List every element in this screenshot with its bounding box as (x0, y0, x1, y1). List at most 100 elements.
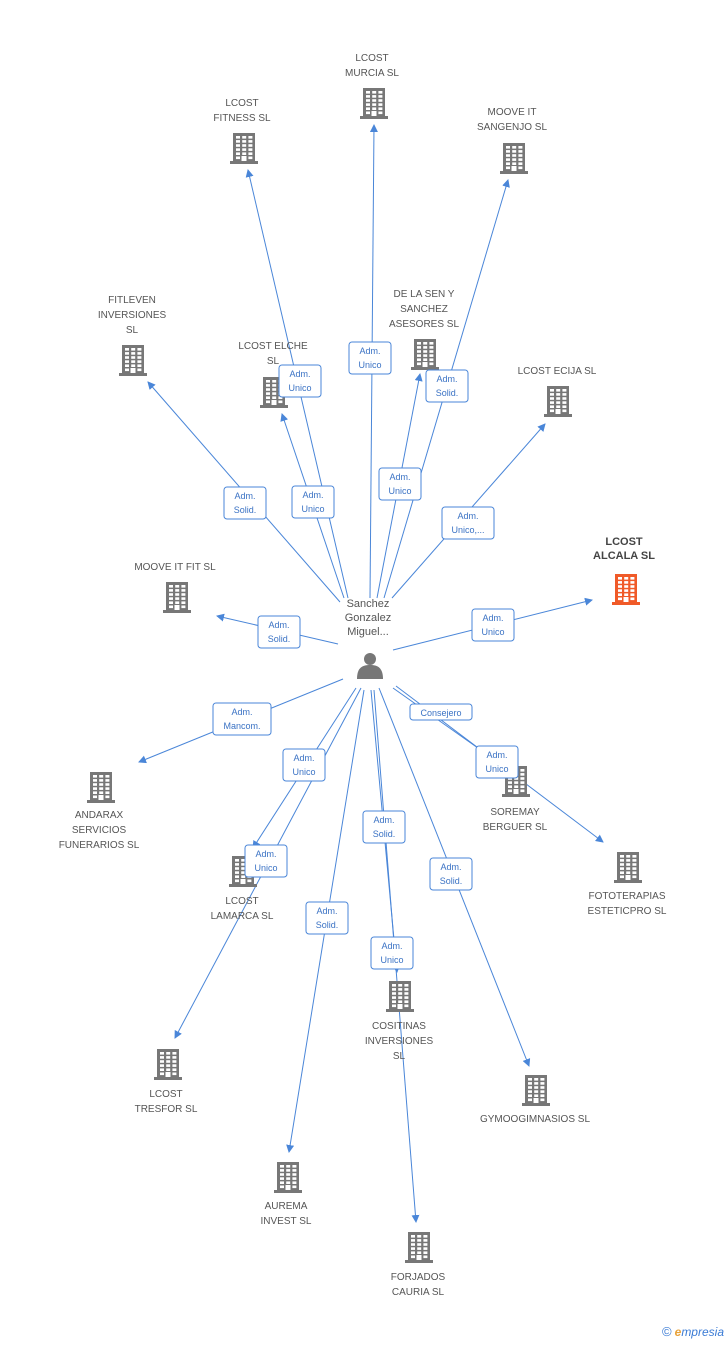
company-name[interactable]: LCOST (605, 536, 643, 548)
company-node-lcost-tresfor[interactable]: LCOST TRESFOR SL (135, 1049, 198, 1115)
edge-label-soremay[interactable]: Adm.Unico (475, 745, 519, 779)
company-name[interactable]: MURCIA SL (345, 68, 399, 79)
edge-label-aurema[interactable]: Adm.Solid. (305, 901, 349, 935)
company-name[interactable]: ANDARAX (75, 810, 124, 821)
person-name[interactable]: Miguel... (347, 626, 389, 638)
company-node-aurema[interactable]: AUREMA INVEST SL (261, 1162, 312, 1227)
edge-label-gymoo[interactable]: Adm.Solid. (429, 857, 473, 891)
footer-brand[interactable]: ©empresia (662, 1324, 724, 1339)
edge-label-de-la-sen[interactable]: Adm.Unico (378, 467, 422, 501)
company-name[interactable]: ALCALA SL (593, 550, 655, 562)
building-icon[interactable] (405, 1232, 433, 1263)
company-name[interactable]: TRESFOR SL (135, 1104, 198, 1115)
building-icon[interactable] (411, 339, 439, 370)
company-name[interactable]: CAURIA SL (392, 1287, 445, 1298)
building-icon[interactable] (544, 386, 572, 417)
company-name[interactable]: SANGENJO SL (477, 122, 547, 133)
building-icon[interactable] (360, 88, 388, 119)
edge-label-box (305, 901, 349, 935)
company-name[interactable]: FOTOTERAPIAS (588, 891, 665, 902)
company-name[interactable]: BERGUER SL (483, 822, 548, 833)
company-node-fitleven[interactable]: FITLEVEN INVERSIONES SL (98, 295, 167, 376)
edge-label-lcost-tresfor[interactable]: Adm.Unico (244, 844, 288, 878)
company-node-lcost-fitness[interactable]: LCOST FITNESS SL (213, 98, 271, 164)
person-name[interactable]: Gonzalez (345, 612, 391, 624)
company-node-forjados[interactable]: FORJADOS CAURIA SL (391, 1232, 446, 1298)
company-name[interactable]: COSITINAS (372, 1021, 426, 1032)
building-icon[interactable] (119, 345, 147, 376)
building-icon[interactable] (154, 1049, 182, 1080)
edge-label-lcost-fitness[interactable]: Adm.Unico (278, 364, 322, 398)
edge-label-text: Unico,... (451, 525, 484, 535)
center-person[interactable]: SanchezGonzalezMiguel... (345, 598, 391, 679)
edge-label-lcost-ecija[interactable]: Adm.Unico,... (441, 506, 495, 540)
company-name[interactable]: LCOST (149, 1089, 182, 1100)
company-node-andarax[interactable]: ANDARAX SERVICIOS FUNERARIOS SL (59, 772, 140, 851)
company-name[interactable]: FUNERARIOS SL (59, 840, 140, 851)
company-name[interactable]: SL (126, 325, 139, 336)
edge-label-text: Solid. (316, 920, 339, 930)
company-name[interactable]: AUREMA (265, 1201, 308, 1212)
company-name[interactable]: LCOST ELCHE (238, 341, 308, 352)
building-icon[interactable] (274, 1162, 302, 1193)
edge-label-moove-it-fit[interactable]: Adm.Solid. (257, 615, 301, 649)
company-name[interactable]: LCOST (225, 98, 258, 109)
edge-label-andarax[interactable]: Adm.Mancom. (212, 702, 272, 736)
company-node-moove-it-sangenjo[interactable]: MOOVE IT SANGENJO SL (477, 107, 547, 174)
company-name[interactable]: INVEST SL (261, 1216, 312, 1227)
company-name[interactable]: SOREMAY (490, 807, 540, 818)
edge-label-text: Adm. (440, 862, 461, 872)
edge-label-text: Mancom. (223, 721, 260, 731)
company-name[interactable]: FITNESS SL (213, 113, 271, 124)
building-icon[interactable] (230, 133, 258, 164)
edge-label-forjados[interactable]: Adm.Unico (370, 936, 414, 970)
company-name[interactable]: LAMARCA SL (211, 911, 274, 922)
edge-label-box (244, 844, 288, 878)
edge-label-text: Solid. (234, 505, 257, 515)
company-node-fototerapias[interactable]: FOTOTERAPIAS ESTETICPRO SL (588, 852, 667, 917)
building-icon[interactable] (522, 1075, 550, 1106)
building-icon[interactable] (87, 772, 115, 803)
company-name[interactable]: FORJADOS (391, 1272, 446, 1283)
company-node-lcost-ecija[interactable]: LCOST ECIJA SL (518, 366, 597, 417)
building-icon[interactable] (500, 143, 528, 174)
company-name[interactable]: SANCHEZ (400, 304, 448, 315)
company-node-cositinas[interactable]: COSITINAS INVERSIONES SL (365, 981, 434, 1062)
company-name[interactable]: INVERSIONES (98, 310, 167, 321)
company-node-de-la-sen[interactable]: DE LA SEN Y SANCHEZ ASESORES SL (389, 289, 459, 370)
company-name[interactable]: MOOVE IT FIT SL (134, 562, 216, 573)
person-name[interactable]: Sanchez (347, 598, 390, 610)
building-icon[interactable] (614, 852, 642, 883)
company-node-lcost-murcia[interactable]: LCOST MURCIA SL (345, 53, 399, 119)
company-name[interactable]: LCOST (225, 896, 258, 907)
edge-label-cositinas[interactable]: Adm.Solid. (362, 810, 406, 844)
edge-label-moove-it-sangenjo[interactable]: Adm.Solid. (425, 369, 469, 403)
edge-label-lcost-alcala[interactable]: Adm.Unico (471, 608, 515, 642)
edge-label-fitleven[interactable]: Adm.Solid. (223, 486, 267, 520)
company-name[interactable]: LCOST ECIJA SL (518, 366, 597, 377)
company-name[interactable]: ESTETICPRO SL (588, 906, 667, 917)
company-name[interactable]: INVERSIONES (365, 1036, 434, 1047)
building-icon[interactable] (386, 981, 414, 1012)
building-icon[interactable] (163, 582, 191, 613)
edge-label-fototerapias[interactable]: Consejero (409, 703, 473, 721)
company-name[interactable]: LCOST (355, 53, 388, 64)
company-name[interactable]: SERVICIOS (72, 825, 127, 836)
company-node-lcost-alcala[interactable]: LCOST ALCALA SL (593, 536, 655, 605)
company-name[interactable]: SL (393, 1051, 406, 1062)
edge-label-text: Unico (288, 383, 311, 393)
edge-label-lcost-elche[interactable]: Adm.Unico (291, 485, 335, 519)
company-name[interactable]: MOOVE IT (488, 107, 537, 118)
company-name[interactable]: GYMOOGIMNASIOS SL (480, 1114, 590, 1125)
company-name[interactable]: FITLEVEN (108, 295, 156, 306)
edge-label-lcost-murcia[interactable]: Adm.Unico (348, 341, 392, 375)
company-name[interactable]: SL (267, 356, 280, 367)
edge-label-lcost-lamarca[interactable]: Adm.Unico (282, 748, 326, 782)
company-node-gymoo[interactable]: GYMOOGIMNASIOS SL (480, 1075, 590, 1125)
person-icon[interactable] (357, 653, 383, 679)
company-name[interactable]: DE LA SEN Y (394, 289, 455, 300)
company-node-moove-it-fit[interactable]: MOOVE IT FIT SL (134, 562, 216, 613)
building-icon[interactable] (612, 574, 640, 605)
company-name[interactable]: ASESORES SL (389, 319, 459, 330)
